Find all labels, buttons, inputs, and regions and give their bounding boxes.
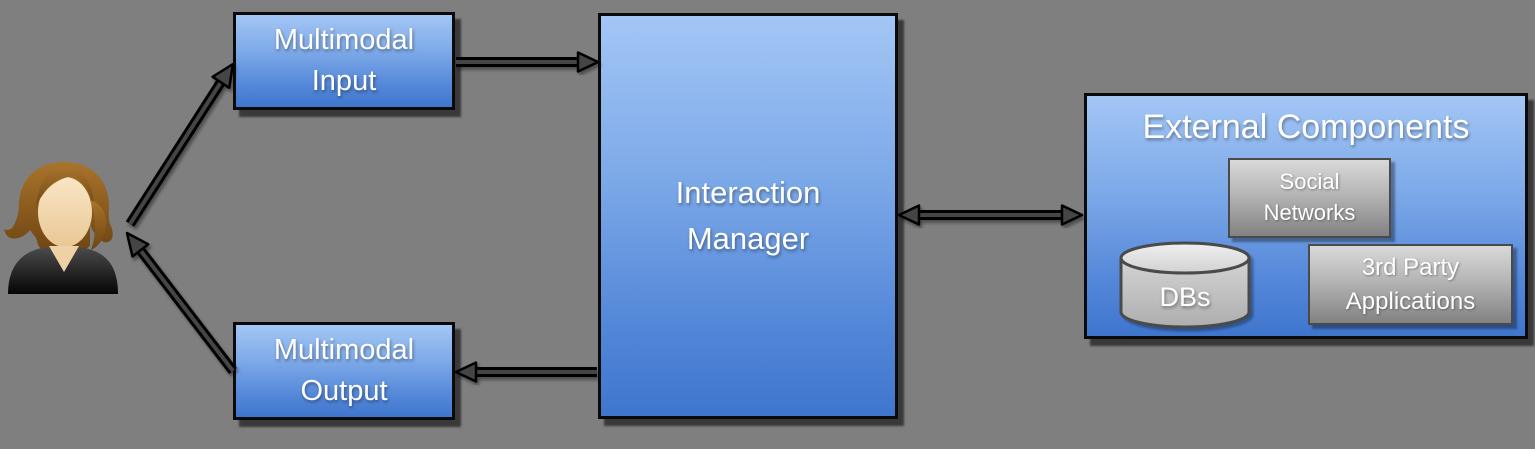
node-multimodal-input-label: Multimodal Input [273, 23, 415, 97]
node-dbs-label: DBs [1159, 282, 1210, 312]
node-multimodal-output-label: Multimodal Output [273, 333, 415, 407]
node-interaction-manager-label: Interaction Manager [675, 174, 821, 257]
node-social-networks: Social Networks [1228, 158, 1391, 238]
node-multimodal-output: Multimodal Output [233, 322, 455, 420]
arrow-output-to-user [125, 231, 237, 375]
node-social-networks-label: Social Networks [1263, 169, 1356, 225]
node-interaction-manager: Interaction Manager [598, 13, 898, 419]
node-external-components: External Components Social Networks DBs … [1084, 93, 1528, 339]
node-multimodal-input: Multimodal Input [233, 12, 455, 110]
cylinder-body [1119, 258, 1251, 329]
arrow-input-to-im [456, 51, 600, 73]
hair-side-lock [90, 200, 106, 250]
node-third-party-applications: 3rd Party Applications [1308, 244, 1513, 325]
user-icon [3, 162, 118, 294]
arrow-user-to-input [125, 62, 235, 227]
arrow-im-to-output [454, 361, 597, 383]
node-third-party-applications-label: 3rd Party Applications [1345, 253, 1476, 315]
dbs-database-cylinder: DBs [1119, 241, 1251, 329]
external-components-title: External Components [1142, 108, 1470, 146]
neck-chest [49, 246, 79, 272]
face [38, 177, 92, 247]
hair-bangs [36, 166, 94, 210]
body-shoulders [8, 248, 118, 294]
arrow-im-external-bidirectional [897, 204, 1084, 226]
cylinder-top [1119, 241, 1251, 275]
